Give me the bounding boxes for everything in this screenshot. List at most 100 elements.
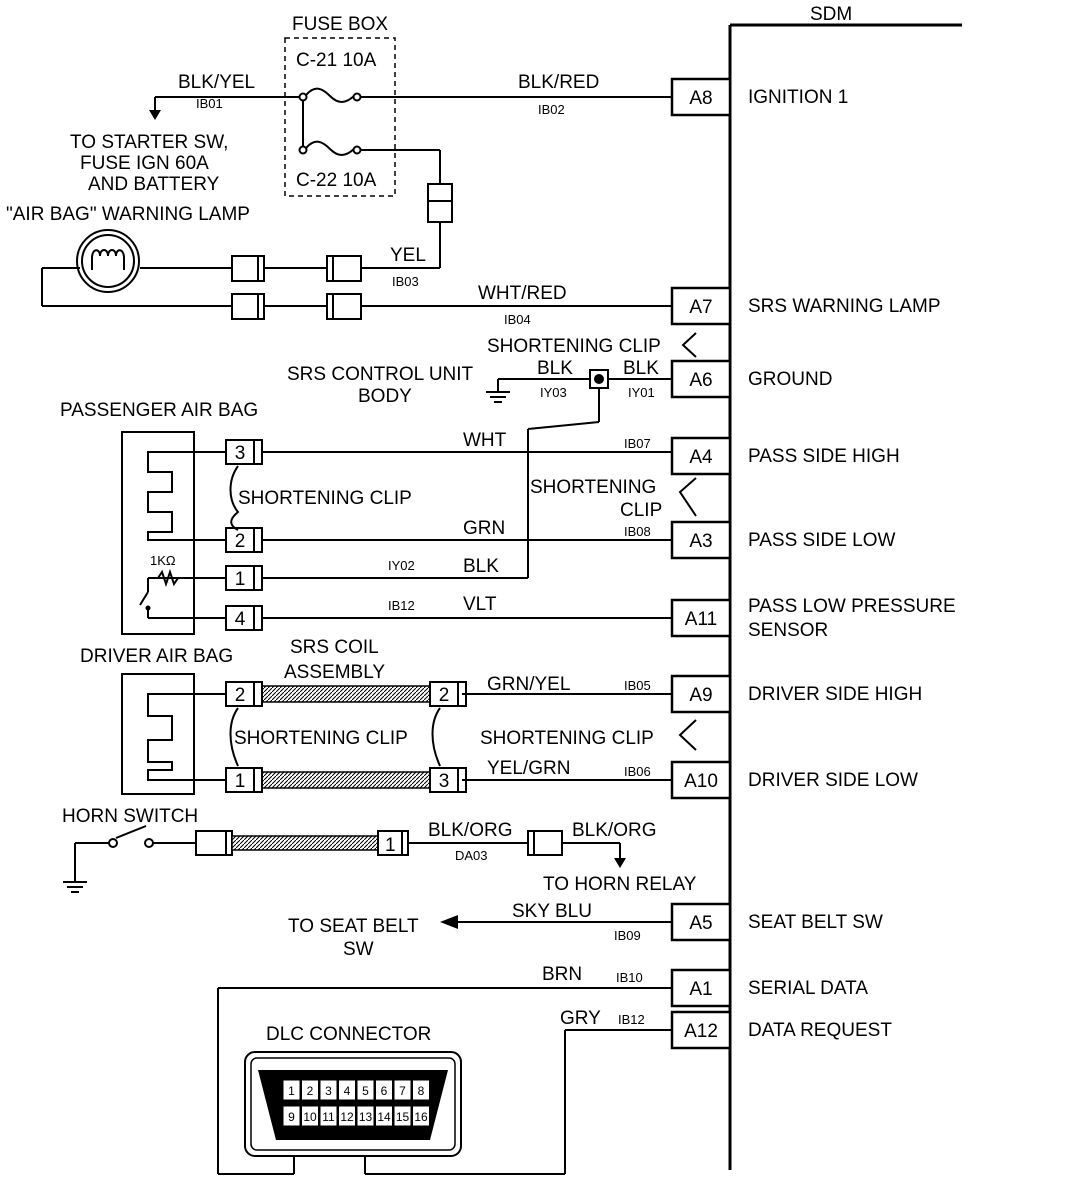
- wire-id-ib12b: IB12: [618, 1012, 645, 1027]
- to-starter-line3: AND BATTERY: [88, 174, 220, 195]
- fuse-box-title: FUSE BOX: [292, 14, 388, 35]
- dlc-pin: 13: [356, 1105, 375, 1127]
- wire-color-blk-bag: BLK: [463, 556, 499, 577]
- sdm-pin-name: PASS SIDE HIGH: [748, 446, 900, 467]
- wire-color-gry: GRY: [560, 1008, 601, 1029]
- air-bag-warning-lamp: "AIR BAG" WARNING LAMP: [6, 204, 250, 307]
- driver-air-bag: DRIVER AIR BAG: [80, 646, 233, 795]
- fuse-box: FUSE BOX C-21 10A C-22 10A: [284, 14, 396, 197]
- sdm-pin-name: IGNITION 1: [748, 87, 848, 108]
- driver-air-bag-label: DRIVER AIR BAG: [80, 646, 233, 667]
- wire-color-blk-red: BLK/RED: [518, 72, 599, 93]
- wire-color-grn: GRN: [463, 518, 505, 539]
- sdm-pin-label: A7: [689, 297, 712, 318]
- dlc-pin: 12: [338, 1105, 356, 1127]
- sdm-pin-a7: A7 SRS WARNING LAMP: [670, 286, 941, 326]
- sdm-pin-name: DATA REQUEST: [748, 1020, 892, 1041]
- dlc-pin-number: 12: [340, 1110, 354, 1124]
- dlc-pin-number: 14: [377, 1110, 391, 1124]
- wire-id-iy02: IY02: [388, 558, 415, 573]
- to-seat-belt-line2: SW: [343, 939, 374, 960]
- dlc-pin: 9: [282, 1105, 301, 1127]
- wire-color-blk-yel: BLK/YEL: [178, 72, 255, 93]
- wire-id-ib01: IB01: [196, 96, 223, 111]
- sdm-label: SDM: [810, 4, 852, 25]
- horn-switch: HORN SWITCH 1 BLK/ORG DA03 BLK/ORG TO HO…: [62, 806, 697, 895]
- resistor-label: 1KΩ: [150, 553, 176, 568]
- shortening-clip-label-3a: SHORTENING: [530, 477, 656, 498]
- coil-pin-number: 2: [235, 685, 246, 706]
- wire-id-ib04: IB04: [504, 312, 531, 327]
- dlc-pin: 1: [282, 1079, 301, 1101]
- wire-color-wht-red: WHT/RED: [478, 283, 567, 304]
- wire-id-ib07: IB07: [624, 436, 651, 451]
- shortening-clip-a7-a6: SHORTENING CLIP: [487, 332, 697, 358]
- to-seat-belt-line1: TO SEAT BELT: [288, 916, 419, 937]
- coil-pin-number: 1: [235, 771, 246, 792]
- passenger-pin-number: 2: [235, 531, 246, 552]
- passenger-pin-number: 4: [235, 609, 246, 630]
- dlc-pin: 3: [319, 1079, 338, 1101]
- wire-id-ib02: IB02: [538, 102, 565, 117]
- sdm-pin-name: SERIAL DATA: [748, 978, 868, 999]
- sdm-pin-name: SRS WARNING LAMP: [748, 296, 941, 317]
- wire-sky-blu: SKY BLU IB09 TO SEAT BELT SW: [288, 901, 672, 960]
- wire-color-blk-org-2: BLK/ORG: [572, 820, 656, 841]
- shortening-clip-label-4: SHORTENING CLIP: [234, 728, 408, 749]
- dlc-pin: 14: [375, 1105, 393, 1127]
- sdm-pin-label: A1: [689, 979, 712, 1000]
- wire-blk-yel: BLK/YEL IB01 TO STARTER SW, FUSE IGN 60A…: [70, 72, 300, 195]
- dlc-pin-number: 1: [288, 1084, 295, 1098]
- horn-switch-label: HORN SWITCH: [62, 806, 198, 827]
- srs-coil-line1: SRS COIL: [290, 637, 379, 658]
- sdm-pin-label: A4: [689, 447, 713, 468]
- shortening-clip-label-2: SHORTENING CLIP: [238, 488, 412, 509]
- sdm-pin-label: A11: [685, 609, 717, 630]
- wire-color-grn-yel: GRN/YEL: [487, 674, 570, 695]
- dlc-pin: 16: [412, 1105, 430, 1127]
- sdm-pin-a4: A4 PASS SIDE HIGH: [670, 436, 900, 476]
- shortening-clip-label-5: SHORTENING CLIP: [480, 728, 654, 749]
- wire-id-ib06: IB06: [624, 764, 651, 779]
- dlc-pin-number: 2: [307, 1084, 314, 1098]
- sdm-pin-name: SENSOR: [748, 620, 828, 641]
- dlc-connector-label: DLC CONNECTOR: [266, 1024, 431, 1045]
- wire-yel: YEL IB03: [140, 149, 453, 289]
- wire-color-vlt: VLT: [463, 594, 497, 615]
- sdm-pin-label: A3: [689, 531, 712, 552]
- dlc-pin: 4: [338, 1079, 356, 1101]
- srs-body-line1: SRS CONTROL UNIT: [287, 364, 474, 385]
- sdm-pin-a1: A1 SERIAL DATA: [670, 968, 868, 1008]
- wire-color-wht: WHT: [463, 430, 507, 451]
- lamp-inline-connectors: [231, 255, 362, 320]
- passenger-connector-pin: 2: [225, 527, 263, 553]
- driver-wires: SHORTENING CLIP SHORTENING CLIP GRN/YEL …: [229, 674, 697, 781]
- dlc-pin-number: 16: [414, 1110, 428, 1124]
- srs-coil-line2: ASSEMBLY: [284, 662, 385, 683]
- sdm-pin-name: DRIVER SIDE LOW: [748, 770, 918, 791]
- passenger-air-bag: PASSENGER AIR BAG 1KΩ: [60, 400, 258, 635]
- dlc-pin: 8: [412, 1079, 430, 1101]
- wire-id-ib10: IB10: [616, 970, 643, 985]
- shortening-clip-label-3b: CLIP: [620, 500, 662, 521]
- passenger-connector-pin: 4: [225, 605, 263, 631]
- coil-pin-number: 3: [439, 771, 450, 792]
- sdm-pin-label: A10: [684, 771, 718, 792]
- dlc-pin-number: 3: [325, 1084, 332, 1098]
- fuse-c21-label: C-21 10A: [296, 50, 377, 71]
- wire-color-blk-org: BLK/ORG: [428, 820, 512, 841]
- dlc-pin-number: 11: [322, 1110, 335, 1124]
- to-horn-relay-label: TO HORN RELAY: [543, 874, 697, 895]
- wire-color-yel: YEL: [390, 245, 426, 266]
- sdm-pin-label: A6: [689, 370, 712, 391]
- wire-id-ib08: IB08: [624, 524, 651, 539]
- dlc-pin: 11: [319, 1105, 338, 1127]
- dlc-pin: 10: [301, 1105, 319, 1127]
